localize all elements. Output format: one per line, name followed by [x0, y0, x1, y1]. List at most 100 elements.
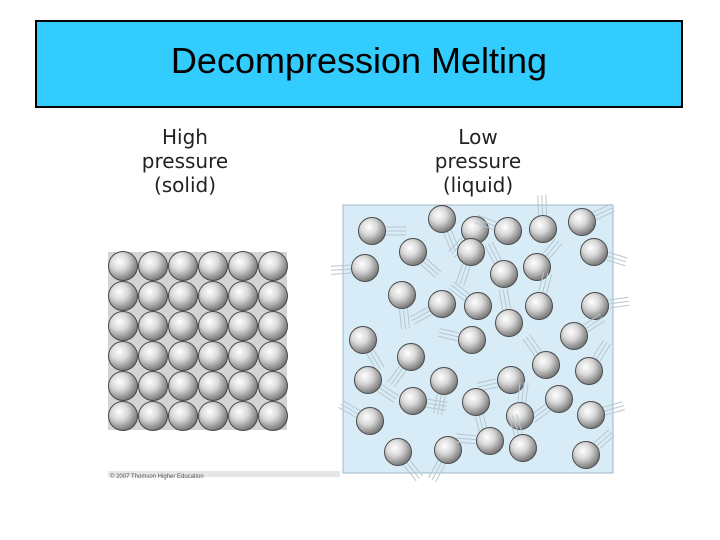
- solid-atom: [228, 251, 258, 281]
- solid-atom: [228, 311, 258, 341]
- solid-atom: [198, 251, 228, 281]
- slide-title-box: Decompression Melting: [35, 20, 683, 108]
- liquid-atom: [462, 388, 490, 416]
- liquid-atom: [545, 385, 573, 413]
- solid-panel-background: [108, 252, 287, 430]
- liquid-atom-streak: [330, 264, 352, 275]
- liquid-atom: [494, 217, 522, 245]
- liquid-atom: [356, 407, 384, 435]
- liquid-atom: [457, 238, 485, 266]
- liquid-atom: [354, 366, 382, 394]
- solid-atom: [228, 401, 258, 431]
- liquid-atom: [509, 434, 537, 462]
- liquid-atom-streak: [338, 400, 361, 418]
- solid-atom: [168, 281, 198, 311]
- solid-atom: [168, 371, 198, 401]
- liquid-atom-streak: [606, 251, 628, 267]
- liquid-atom: [577, 401, 605, 429]
- liquid-atom-streak: [542, 238, 563, 260]
- copyright-caption: © 2007 Thomson Higher Education: [110, 474, 204, 480]
- liquid-atom-streak: [443, 230, 460, 253]
- solid-panel-label: High pressure (solid): [125, 125, 245, 197]
- liquid-atom-streak: [455, 433, 477, 445]
- liquid-atom-streak: [592, 339, 611, 362]
- liquid-atom: [458, 326, 486, 354]
- solid-label-line-2: pressure: [141, 149, 229, 173]
- liquid-atom-streak: [538, 271, 553, 294]
- liquid-atom: [388, 281, 416, 309]
- liquid-atom: [399, 387, 427, 415]
- solid-atom: [138, 341, 168, 371]
- liquid-atom: [464, 292, 492, 320]
- liquid-atom-streak: [508, 414, 523, 437]
- solid-atom: [258, 281, 288, 311]
- solid-atom: [108, 371, 138, 401]
- liquid-atom: [568, 208, 596, 236]
- liquid-atom: [532, 351, 560, 379]
- solid-atom: [168, 341, 198, 371]
- liquid-atom-streak: [603, 401, 625, 416]
- solid-atom: [198, 281, 228, 311]
- liquid-atom: [384, 438, 412, 466]
- liquid-atom: [428, 290, 456, 318]
- solid-atom: [198, 371, 228, 401]
- liquid-atom-streak: [377, 384, 399, 403]
- solid-atom: [108, 311, 138, 341]
- liquid-atom-streak: [592, 203, 615, 221]
- solid-atom-lattice: [108, 251, 288, 431]
- liquid-atom: [575, 357, 603, 385]
- solid-atom: [108, 251, 138, 281]
- liquid-label-line-3: (liquid): [442, 173, 514, 197]
- solid-atom: [228, 371, 258, 401]
- liquid-atom-streak: [583, 313, 605, 333]
- solid-atom: [138, 251, 168, 281]
- solid-atom: [168, 251, 198, 281]
- liquid-atom-streak: [474, 214, 497, 231]
- liquid-atom: [506, 402, 534, 430]
- solid-atom: [138, 401, 168, 431]
- liquid-atom: [430, 367, 458, 395]
- liquid-atom-streak: [537, 194, 548, 216]
- liquid-atom-streak: [448, 281, 470, 301]
- liquid-atom-streak: [498, 288, 512, 310]
- solid-atom: [108, 281, 138, 311]
- liquid-atom-streak: [593, 429, 615, 450]
- solid-atom: [138, 371, 168, 401]
- liquid-atom: [560, 322, 588, 350]
- liquid-atom-streak: [522, 334, 542, 357]
- liquid-atom: [580, 238, 608, 266]
- liquid-atom: [495, 309, 523, 337]
- slide-title: Decompression Melting: [170, 40, 548, 81]
- liquid-atom: [434, 436, 462, 464]
- liquid-atom-cloud: [330, 194, 630, 483]
- liquid-atom: [581, 292, 609, 320]
- solid-atom: [198, 401, 228, 431]
- liquid-atom-streak: [484, 241, 502, 264]
- solid-atom: [228, 341, 258, 371]
- liquid-atom-streak: [437, 327, 460, 342]
- solid-atom: [258, 311, 288, 341]
- liquid-atom-streak: [410, 306, 432, 325]
- solid-atom: [168, 401, 198, 431]
- liquid-atom-streak: [398, 308, 411, 330]
- solid-atom: [198, 341, 228, 371]
- solid-atom: [108, 341, 138, 371]
- liquid-atom-streak: [428, 460, 446, 483]
- solid-atom: [258, 371, 288, 401]
- solid-atom: [258, 251, 288, 281]
- solid-atom: [168, 311, 198, 341]
- liquid-atom-streak: [403, 460, 423, 482]
- liquid-atom-streak: [455, 263, 471, 286]
- liquid-atom: [349, 326, 377, 354]
- liquid-atom: [529, 215, 557, 243]
- solid-atom: [138, 311, 168, 341]
- liquid-atom: [399, 238, 427, 266]
- liquid-atom: [397, 343, 425, 371]
- liquid-atom: [497, 366, 525, 394]
- liquid-atom: [476, 427, 504, 455]
- solid-atom: [108, 401, 138, 431]
- liquid-label-line-2: pressure: [434, 149, 522, 173]
- liquid-label-line-1: Low: [458, 125, 498, 149]
- solid-atom: [198, 311, 228, 341]
